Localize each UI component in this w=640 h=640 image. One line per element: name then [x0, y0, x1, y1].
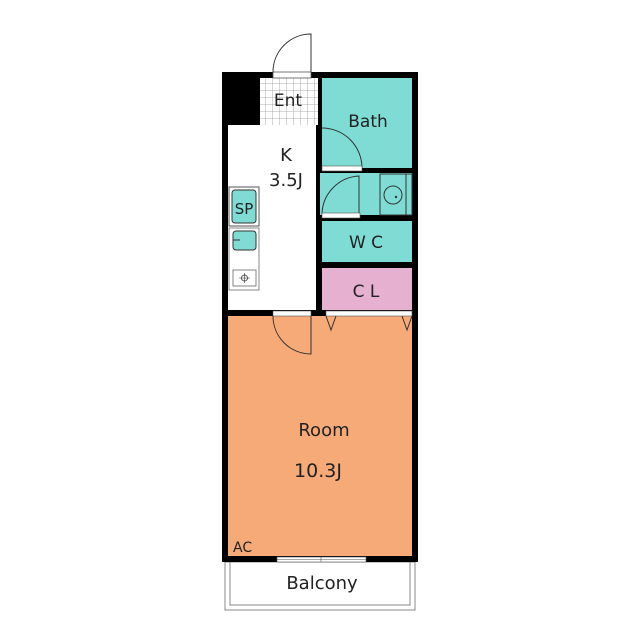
- balcony-label: Balcony: [286, 573, 358, 594]
- kitchen-counter: [228, 227, 260, 291]
- washroom-area: [320, 173, 412, 215]
- sp-label: SP: [235, 200, 254, 218]
- bath-label: Bath: [348, 112, 388, 132]
- entrance-area: [260, 78, 318, 125]
- bath-door[interactable]: [321, 127, 363, 169]
- entrance-label: Ent: [274, 91, 303, 111]
- washbasin-icon: [379, 173, 413, 216]
- wc-label: W C: [349, 233, 383, 253]
- bath-area: [322, 78, 412, 168]
- closet-area: [322, 268, 412, 310]
- balcony: Balcony: [224, 561, 416, 611]
- closet-label: C L: [353, 282, 380, 302]
- kitchen-label: K: [280, 145, 293, 166]
- room-size: 10.3J: [294, 460, 342, 482]
- kitchen-size: 3.5J: [269, 170, 303, 191]
- wc-area: [322, 221, 412, 262]
- wall-block: [222, 72, 260, 126]
- balcony-window[interactable]: [276, 556, 367, 563]
- room-label: Room: [298, 420, 349, 441]
- entrance-door[interactable]: [272, 33, 312, 79]
- closet-doors[interactable]: [325, 310, 413, 332]
- storage-space: SP: [228, 186, 260, 227]
- main-room-area: [228, 316, 412, 556]
- washroom-door[interactable]: [321, 175, 360, 216]
- ac-label: AC: [233, 540, 252, 556]
- room-door[interactable]: [272, 310, 312, 355]
